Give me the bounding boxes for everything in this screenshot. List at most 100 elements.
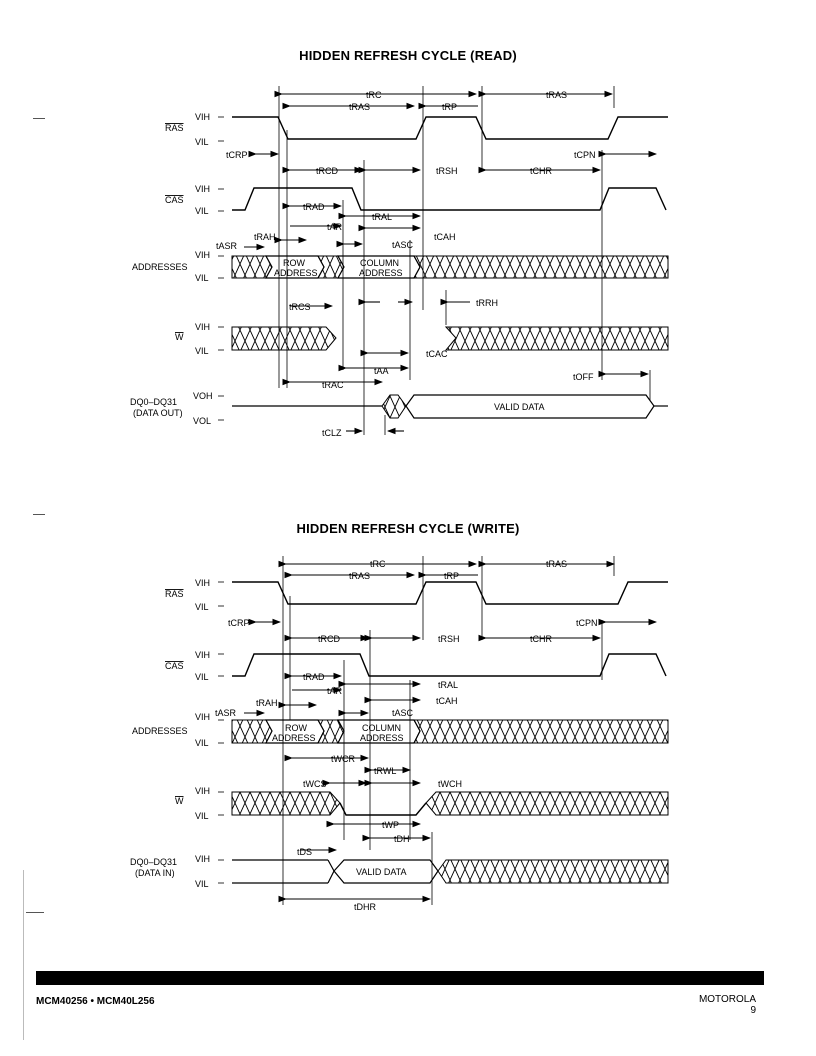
svg-text:VIH: VIH [195, 854, 210, 864]
cas-label: CAS [165, 195, 184, 205]
svg-text:tRP: tRP [442, 102, 457, 112]
svg-text:tRC: tRC [366, 90, 382, 100]
svg-text:VIL: VIL [195, 879, 209, 889]
svg-text:VIH: VIH [195, 250, 210, 260]
svg-text:tAA: tAA [374, 366, 389, 376]
footer-bar [36, 971, 764, 985]
read-cas-waveform [232, 187, 667, 211]
svg-text:tRP: tRP [444, 571, 459, 581]
svg-text:VIL: VIL [195, 273, 209, 283]
svg-text:tCRP: tCRP [226, 150, 248, 160]
svg-text:VIH: VIH [195, 112, 210, 122]
svg-text:tCHR: tCHR [530, 634, 552, 644]
svg-text:tASC: tASC [392, 708, 414, 718]
write-cas-waveform [232, 653, 667, 677]
svg-text:tRAL: tRAL [372, 212, 392, 222]
svg-text:VIH: VIH [195, 322, 210, 332]
svg-text:tWCH: tWCH [438, 779, 462, 789]
svg-text:tWP: tWP [382, 820, 399, 830]
svg-text:tCAH: tCAH [434, 232, 456, 242]
svg-text:ROW: ROW [283, 258, 306, 268]
write-address-bus: ROW ADDRESS COLUMN ADDRESS [231, 719, 669, 744]
write-cas-label: CAS [165, 661, 184, 671]
svg-text:tRAD: tRAD [303, 202, 325, 212]
svg-text:VIH: VIH [195, 650, 210, 660]
svg-text:tRAS: tRAS [349, 571, 370, 581]
svg-text:VIL: VIL [195, 602, 209, 612]
svg-text:tRAL: tRAL [438, 680, 458, 690]
svg-text:tWCS: tWCS [303, 779, 327, 789]
svg-text:tDS: tDS [297, 847, 312, 857]
svg-text:tCAC: tCAC [426, 349, 448, 359]
svg-text:tRC: tRC [370, 559, 386, 569]
write-addresses-label: ADDRESSES [132, 726, 188, 736]
read-ras-waveform [232, 116, 668, 140]
svg-text:tRCS: tRCS [289, 302, 311, 312]
footer-part-number: MCM40256 • MCM40L256 [36, 996, 155, 1007]
svg-text:tRCD: tRCD [318, 634, 340, 644]
svg-text:tAR: tAR [327, 222, 343, 232]
margin-mark [33, 514, 45, 515]
read-address-bus: ROW ADDRESS COLUMN ADDRESS [231, 255, 669, 279]
svg-text:VIH: VIH [195, 786, 210, 796]
svg-text:tRSH: tRSH [438, 634, 460, 644]
svg-text:ADDRESS: ADDRESS [359, 268, 403, 278]
svg-text:tASC: tASC [392, 240, 414, 250]
svg-text:tRAH: tRAH [254, 232, 276, 242]
svg-text:ROW: ROW [285, 723, 308, 733]
svg-text:tDH: tDH [394, 834, 410, 844]
margin-mark [26, 912, 44, 913]
svg-text:VIH: VIH [195, 184, 210, 194]
write-dq-waveform: VALID DATA [232, 859, 669, 884]
svg-text:VIL: VIL [195, 672, 209, 682]
svg-text:tWCR: tWCR [331, 754, 355, 764]
dq-label: DQ0–DQ31 [130, 397, 177, 407]
svg-text:ADDRESS: ADDRESS [274, 268, 318, 278]
svg-text:tRCD: tRCD [316, 166, 338, 176]
svg-text:tCHR: tCHR [530, 166, 552, 176]
svg-text:VIH: VIH [195, 578, 210, 588]
svg-text:tCPN: tCPN [576, 618, 598, 628]
svg-text:tRAC: tRAC [322, 380, 344, 390]
svg-text:VALID DATA: VALID DATA [356, 867, 407, 877]
data-out-label: (DATA OUT) [133, 408, 183, 418]
write-ras-label: RAS [165, 589, 184, 599]
svg-text:tCLZ: tCLZ [322, 428, 342, 438]
write-timing-labels: tRC tRAS tRP tRAS tCRP tCPN tRCD tRSH tC… [215, 559, 598, 912]
write-w-label: W [175, 796, 184, 806]
svg-text:VIH: VIH [195, 712, 210, 722]
svg-text:VOL: VOL [193, 416, 211, 426]
read-diagram-title: HIDDEN REFRESH CYCLE (READ) [299, 48, 517, 63]
page-number: 9 [750, 1005, 756, 1016]
svg-text:tASR: tASR [216, 241, 238, 251]
footer-brand-page: MOTOROLA 9 [699, 994, 756, 1016]
svg-text:VALID DATA: VALID DATA [494, 402, 545, 412]
margin-line [23, 870, 24, 1040]
svg-text:ADDRESS: ADDRESS [272, 733, 316, 743]
data-in-label: (DATA IN) [135, 868, 175, 878]
write-diagram-title: HIDDEN REFRESH CYCLE (WRITE) [296, 521, 520, 536]
svg-text:VOH: VOH [193, 391, 213, 401]
read-w-waveform [231, 326, 669, 351]
svg-text:tRAS: tRAS [349, 102, 370, 112]
svg-text:tRAH: tRAH [256, 698, 278, 708]
svg-text:tDHR: tDHR [354, 902, 376, 912]
margin-mark [33, 118, 45, 119]
svg-text:VIL: VIL [195, 346, 209, 356]
svg-text:tRWL: tRWL [374, 766, 396, 776]
read-timing-labels: tRC tRAS tRP tRAS tCRP tCPN tRCD tRSH tC… [216, 90, 596, 438]
svg-text:tRRH: tRRH [476, 298, 498, 308]
svg-text:tRSH: tRSH [436, 166, 458, 176]
svg-text:tRAS: tRAS [546, 90, 567, 100]
ras-label: RAS [165, 123, 184, 133]
svg-text:tOFF: tOFF [573, 372, 594, 382]
svg-text:tRAS: tRAS [546, 559, 567, 569]
addresses-label: ADDRESSES [132, 262, 188, 272]
svg-text:COLUMN: COLUMN [362, 723, 401, 733]
read-level-labels: VIH VIL VIH VIL VIH VIL VIH VIL VOH VOL [193, 112, 213, 426]
read-dq-waveform: VALID DATA [232, 394, 668, 419]
svg-text:VIL: VIL [195, 206, 209, 216]
svg-text:ADDRESS: ADDRESS [360, 733, 404, 743]
svg-text:VIL: VIL [195, 137, 209, 147]
